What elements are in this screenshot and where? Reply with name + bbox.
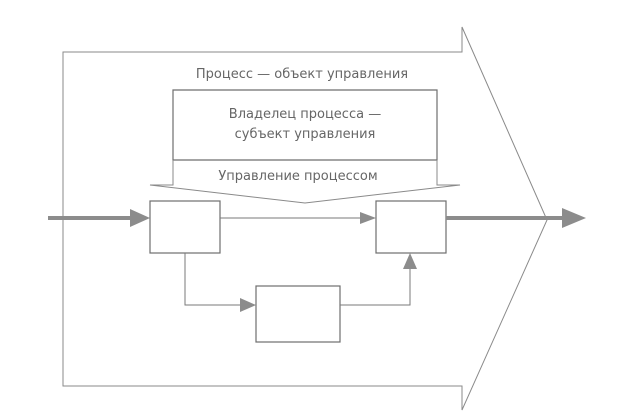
owner-box [172,89,438,161]
process-step-box-start [149,200,221,254]
owner-label-line2: субъект управления [235,127,376,142]
connector-middle-to-end [340,268,411,306]
process-step-box-middle [255,285,341,343]
process-step-box-end [375,200,447,254]
connector-start-to-end-head [360,212,376,224]
connector-middle-to-end-head [403,253,417,269]
owner-label-line1: Владелец процесса — [229,107,381,122]
connector-start-to-middle [184,253,242,306]
process-outline-arrow [62,26,548,411]
output-arrow-head [562,208,586,228]
management-label: Управление процессом [218,169,377,184]
process-label: Процесс — объект управления [196,67,408,82]
input-arrow-head [130,209,150,227]
management-funnel [149,160,461,204]
connector-start-to-middle-head [240,298,256,312]
